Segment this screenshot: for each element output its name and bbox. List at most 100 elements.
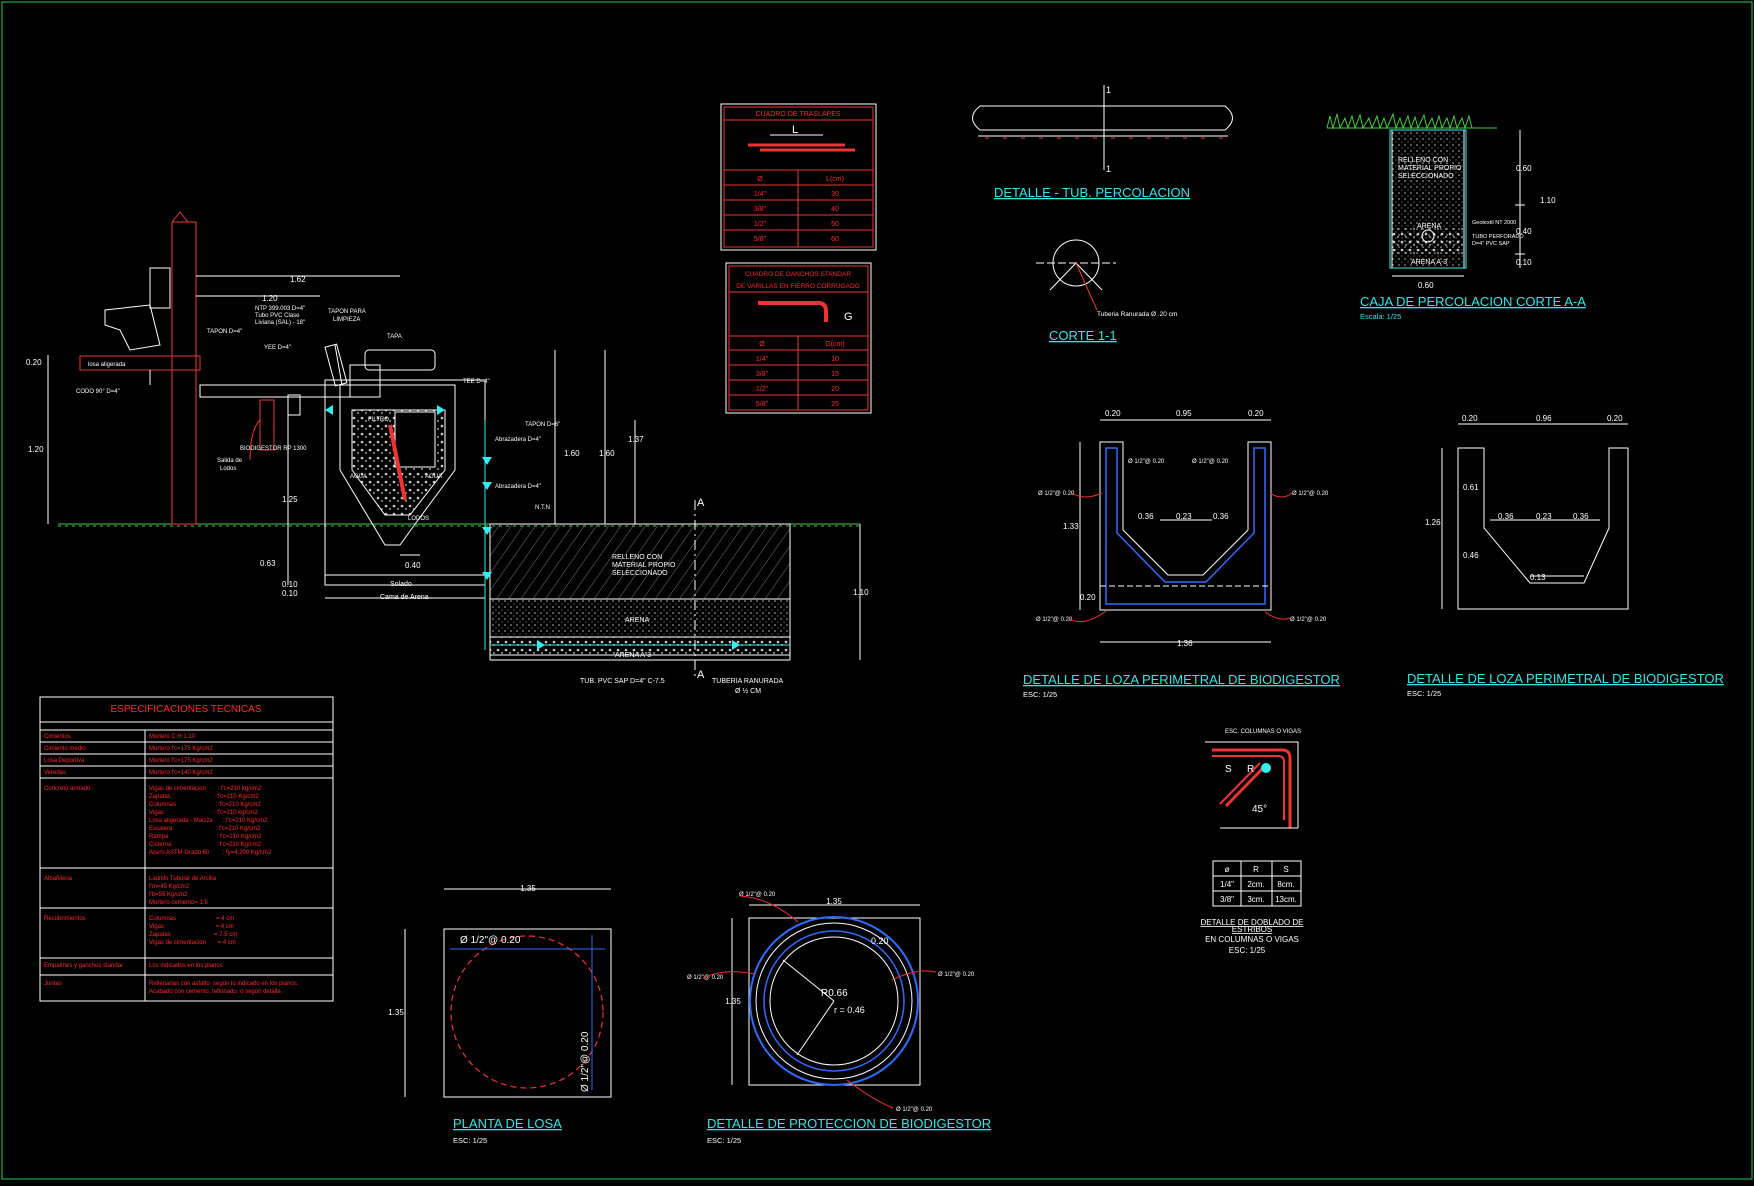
ganchos-cell: 15 (831, 371, 839, 378)
doblado-title-1: DETALLE DE DOBLADO DE (1201, 918, 1304, 927)
doblado-header: R (1253, 865, 1259, 874)
specs-row-value: Vigas de cimentacion : f'c=210 kg/cm2 (149, 786, 262, 792)
label-losa-aligerada: losa aligerada (88, 362, 126, 368)
caja-scale: Escala: 1/25 (1360, 312, 1401, 321)
loza1-dim-m1: 0.36 (1138, 512, 1154, 521)
ganchos-table: CUADRO DE GANCHOS STANDAR DE VARILLAS EN… (725, 262, 872, 414)
specs-row-key: Cimiento medio (44, 746, 86, 752)
doblado-cell: 3/8" (1220, 895, 1234, 904)
caja-title: CAJA DE PERCOLACION CORTE A-A (1360, 294, 1586, 309)
ganchos-title-2: DE VARILLAS EN FIERRO CORRUGADO (736, 283, 859, 290)
caja-arena-a3: ARENA A-3 (1411, 259, 1447, 266)
specs-row-value: Cisterna : f'c=210 Kg/cm2 (149, 842, 262, 848)
label-tee: TEE D=4" (463, 379, 490, 385)
label-agua-2: AGUA (425, 474, 442, 480)
planta-dim-left: 1.35 (388, 1008, 404, 1017)
traslapes-title: CUADRO DE TRASLAPES (755, 111, 840, 118)
loza1-dim-h: 1.33 (1063, 522, 1079, 531)
dim-1-60-a: 1.60 (564, 449, 580, 458)
dim-1-20: 1.20 (262, 294, 278, 303)
dim-1-20-b: 1.20 (28, 445, 44, 454)
specs-row-value: Mortero f'c=175 Kg/cm2 (149, 746, 213, 752)
specs-row-value: Ladrillo Tubular de Arcilla (149, 876, 217, 882)
caja-side-1: Geotextil NT 2000 (1472, 220, 1516, 226)
loza1-dim-m2: 0.23 (1176, 512, 1192, 521)
doblado-scale: ESC: 1/25 (1229, 946, 1266, 955)
specs-row-value: Mortero f'c=175 Kg/cm2 (149, 758, 213, 764)
caja-percolacion: RELLENO CON MATERIAL PROPIO SELECCIONADO… (1326, 112, 1586, 321)
flow-arrows (325, 405, 740, 650)
label-salida-1: Salida de (217, 458, 243, 464)
dim-0-10-b: 0.10 (282, 589, 298, 598)
label-tapon-limpieza-2: LIMPIEZA (333, 317, 360, 323)
doblado-angle: 45° (1252, 804, 1267, 815)
ganchos-cell: 25 (831, 401, 839, 408)
proteccion-ring-width: 0.20 (871, 936, 889, 946)
specs-row-key: Empalmes y ganchos standar (44, 963, 123, 969)
caja-side-2: TUBO PERFORADO (1472, 234, 1524, 240)
label-codo: CODO 90° D=4" (76, 389, 120, 395)
ganchos-title-1: CUADRO DE GANCHOS STANDAR (745, 271, 851, 278)
label-tapon-4: TAPON D=4" (207, 329, 242, 335)
traslapes-cell: 40 (831, 206, 839, 213)
specs-row-key: Losa Deportiva (44, 758, 85, 764)
loza1-dim-w: 1.36 (1177, 639, 1193, 648)
caja-dim-0-40: 0.40 (1516, 227, 1532, 236)
label-filtro: FILTRO (368, 417, 389, 423)
caja-relleno-3: SELECCIONADO (1398, 173, 1454, 180)
specs-row-value: Columnas = 4 cm (149, 916, 234, 922)
specs-row-value: Escalera : f'c=210 Kg/cm2 (149, 826, 261, 832)
traslapes-cell: 1/2" (754, 221, 767, 228)
loza2-dim-h2: 0.61 (1463, 483, 1479, 492)
loza2-dim-m1: 0.36 (1498, 512, 1514, 521)
caja-relleno-1: RELLENO CON (1398, 157, 1448, 164)
specs-row-key: Concreto armado (44, 786, 91, 792)
traslapes-table: CUADRO DE TRASLAPES L Ø L(cm) 1/4" 30 3/… (720, 103, 877, 251)
loza1-dim-t1: 0.20 (1105, 409, 1121, 418)
doblado-title-2: ESTRIBOS (1232, 925, 1272, 934)
traslapes-header-l: L(cm) (826, 176, 844, 183)
ganchos-header-g: G(cm) (825, 341, 844, 348)
label-tapon-6: TAPON D=6" (525, 422, 560, 428)
caja-arena: ARENA (1417, 223, 1441, 230)
label-relleno-1: RELLENO CON (612, 554, 662, 561)
section-mark-a-top: A (697, 497, 705, 509)
label-agua-1: AGUA (350, 474, 367, 480)
ganchos-cell: 5/8" (756, 401, 769, 408)
specs-row-value: Zapatas : f'c=210 Kg/cm2 (149, 794, 259, 800)
doblado-cell: 3cm. (1247, 895, 1264, 904)
doblado-s: S (1225, 764, 1232, 775)
loza2-dim-h: 1.26 (1425, 518, 1441, 527)
corte-1-1-title: CORTE 1-1 (1049, 328, 1117, 343)
label-abrazadera-1: Abrazadera D=4" (495, 437, 541, 443)
specs-row-value: Columnas : f'c=210 Kg/cm2 (149, 802, 261, 808)
doblado-header: ø (1225, 865, 1230, 874)
planta-losa: 1.35 1.35 Ø 1/2"@ 0.20 Ø 1/2"@ 0.20 PLAN… (388, 884, 612, 1145)
corte-1-1-note: Tuberia Ranurada Ø .20 cm (1097, 311, 1177, 318)
label-biodigestor: BIODIGESTOR RP 1300 (240, 446, 307, 452)
proteccion-scale: ESC: 1/25 (707, 1136, 741, 1145)
ganchos-symbol: G (844, 311, 853, 323)
proteccion-dim-top: 1.35 (826, 897, 842, 906)
label-arena-a3: ARENA A-3 (615, 652, 651, 659)
proteccion-r-out: R0.66 (821, 988, 848, 999)
specs-row-value: Mortero cemento= 1:5 (149, 900, 209, 906)
loza1-dim-t3: 0.20 (1248, 409, 1264, 418)
specs-row-value: Mortero f'c=140 Kg/cm2 (149, 770, 213, 776)
loza2-scale: ESC: 1/25 (1407, 689, 1441, 698)
section-mark-a-bottom: A (697, 669, 705, 681)
planta-rebar-v: Ø 1/2"@ 0.20 (580, 1031, 591, 1092)
ganchos-header-diam: Ø (759, 341, 765, 348)
label-relleno-2: MATERIAL PROPIO (612, 562, 676, 569)
caja-dim-0-10: 0.10 (1516, 258, 1532, 267)
caja-dim-1-10: 1.10 (1540, 196, 1556, 205)
loza1-rebar: Ø 1/2"@ 0.20 (1128, 459, 1165, 465)
specs-row-value: Mortero C:H 1:10 (149, 734, 196, 740)
specs-row-value: Los indicados en los planos (149, 963, 223, 969)
loza2-dim-t2: 0.96 (1536, 414, 1552, 423)
loza2-dim-m2: 0.23 (1536, 512, 1552, 521)
traslapes-cell: 30 (831, 191, 839, 198)
specs-row-value: Acero ASTM Grado 60 : fy=4,200 Kg/cm2 (149, 850, 272, 856)
